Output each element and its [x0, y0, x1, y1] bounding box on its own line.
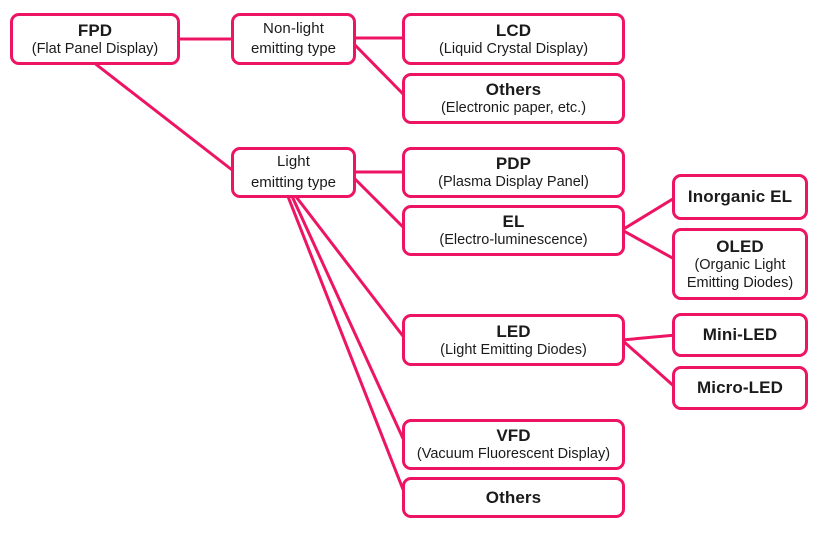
node-title: Non-light [263, 19, 324, 37]
node-subtitle: emitting type [250, 173, 337, 191]
node-title: Light [276, 153, 311, 171]
node-title: Others [485, 487, 542, 507]
node-title: FPD [77, 20, 113, 40]
node-el: EL (Electro-luminescence) [402, 205, 625, 256]
connector-el-inorganic [621, 195, 677, 232]
connector-light-others [285, 193, 408, 498]
connector-led-miniled [621, 333, 677, 342]
connector-light-vfd [289, 193, 408, 446]
node-subtitle: (Light Emitting Diodes) [440, 341, 587, 358]
node-pdp: PDP (Plasma Display Panel) [402, 147, 625, 198]
node-light-emitting-type: Light emitting type [231, 147, 356, 198]
connector-fpd-light [92, 60, 237, 175]
node-title: PDP [495, 154, 532, 174]
node-others-non-light: Others (Electronic paper, etc.) [402, 73, 625, 124]
node-subtitle: (Flat Panel Display) [31, 40, 159, 57]
node-subtitle: (Electronic paper, etc.) [440, 100, 587, 117]
node-title: EL [502, 212, 525, 232]
node-lcd: LCD (Liquid Crystal Display) [402, 13, 625, 65]
node-title: Micro-LED [697, 378, 783, 398]
node-fpd: FPD (Flat Panel Display) [10, 13, 180, 65]
node-subtitle: emitting type [250, 40, 337, 57]
node-subtitle: (Plasma Display Panel) [438, 174, 589, 191]
node-inorganic-el: Inorganic EL [672, 174, 808, 220]
node-subtitle: (Liquid Crystal Display) [438, 40, 589, 57]
node-subtitle: (Vacuum Fluorescent Display) [416, 446, 611, 463]
node-title: LED [496, 321, 531, 341]
node-title: LCD [495, 20, 532, 40]
node-title: Inorganic EL [687, 187, 793, 207]
node-subtitle: (Electro-luminescence) [439, 232, 588, 249]
node-oled: OLED (Organic Light Emitting Diodes) [672, 228, 808, 300]
connector-led-microled [621, 338, 677, 390]
node-others-light: Others [402, 477, 625, 518]
connector-light-led [292, 193, 408, 341]
node-title: Mini-LED [702, 325, 778, 345]
node-non-light-emitting-type: Non-light emitting type [231, 13, 356, 65]
node-micro-led: Micro-LED [672, 366, 808, 410]
node-mini-led: Mini-LED [672, 313, 808, 357]
node-title: OLED [716, 236, 764, 256]
node-title: VFD [496, 426, 531, 446]
node-vfd: VFD (Vacuum Fluorescent Display) [402, 419, 625, 470]
connector-light-el [351, 175, 408, 232]
node-title: Others [485, 80, 542, 100]
node-subtitle: (Organic Light Emitting Diodes) [686, 256, 794, 291]
node-led: LED (Light Emitting Diodes) [402, 314, 625, 366]
connector-nonlight-others [350, 40, 408, 99]
connector-el-oled [621, 228, 677, 262]
